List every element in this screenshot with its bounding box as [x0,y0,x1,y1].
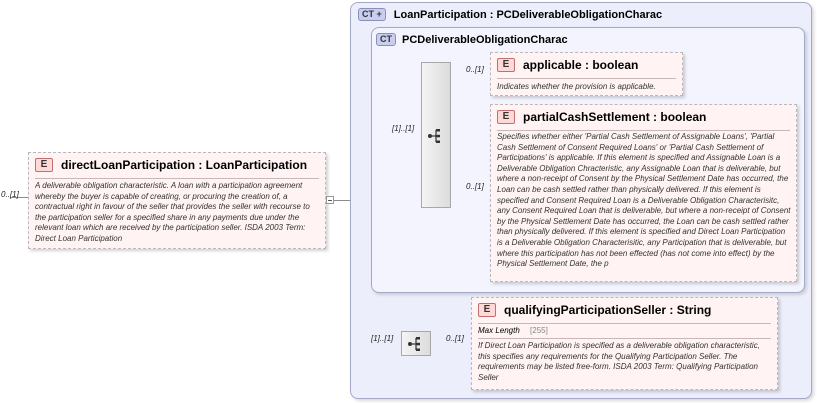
connector-line [10,197,28,198]
element-badge-icon: E [497,58,515,72]
plus-icon: + [376,9,382,19]
sequence-occurrence: [1]..[1] [392,124,415,133]
sequence-icon [408,337,420,351]
element-title: directLoanParticipation : LoanParticipat… [61,158,308,172]
root-occurrence: 0..[1] [1,190,19,199]
element-badge-icon: E [497,110,515,124]
complex-type-badge-icon: CT + [358,8,386,21]
divider [497,78,676,79]
sequence-compositor[interactable] [421,62,451,208]
partial-cash-settlement-occurrence: 0..[1] [466,182,484,191]
element-description: If Direct Loan Participation is specifie… [478,341,760,382]
complex-type-title: LoanParticipation : PCDeliverableObligat… [393,8,663,21]
applicable-element[interactable]: E applicable : boolean Indicates whether… [490,52,683,96]
divider [497,130,790,131]
sequence-occurrence: [1]..[1] [371,334,394,343]
applicable-occurrence: 0..[1] [466,65,484,74]
element-description: A deliverable obligation characteristic.… [35,181,310,243]
connector-line [326,200,361,201]
sequence-compositor[interactable] [401,331,431,356]
collapse-toggle[interactable] [326,196,334,204]
direct-loan-participation-element[interactable]: E directLoanParticipation : LoanParticip… [28,152,326,249]
partial-cash-settlement-element[interactable]: E partialCashSettlement : boolean Specif… [490,104,797,282]
element-description: Indicates whether the provision is appli… [497,82,656,91]
element-badge-icon: E [478,303,496,317]
facet-label: Max Length [478,326,520,335]
qualifying-participation-seller-element[interactable]: E qualifyingParticipationSeller : String… [471,297,778,390]
element-description: Specifies whether either 'Partial Cash S… [497,132,791,269]
minus-icon [328,200,332,201]
element-title: qualifyingParticipationSeller : String [504,303,712,317]
element-title: applicable : boolean [523,58,639,72]
facet-value: [255] [530,326,548,335]
sequence-icon [428,129,440,143]
complex-type-title: PCDeliverableObligationCharac [402,33,568,46]
divider [35,178,319,179]
divider [478,338,771,339]
element-badge-icon: E [35,158,53,172]
element-title: partialCashSettlement : boolean [523,110,707,124]
qualifying-participation-seller-occurrence: 0..[1] [446,334,464,343]
complex-type-badge-icon: CT [376,33,396,46]
divider [478,323,771,324]
